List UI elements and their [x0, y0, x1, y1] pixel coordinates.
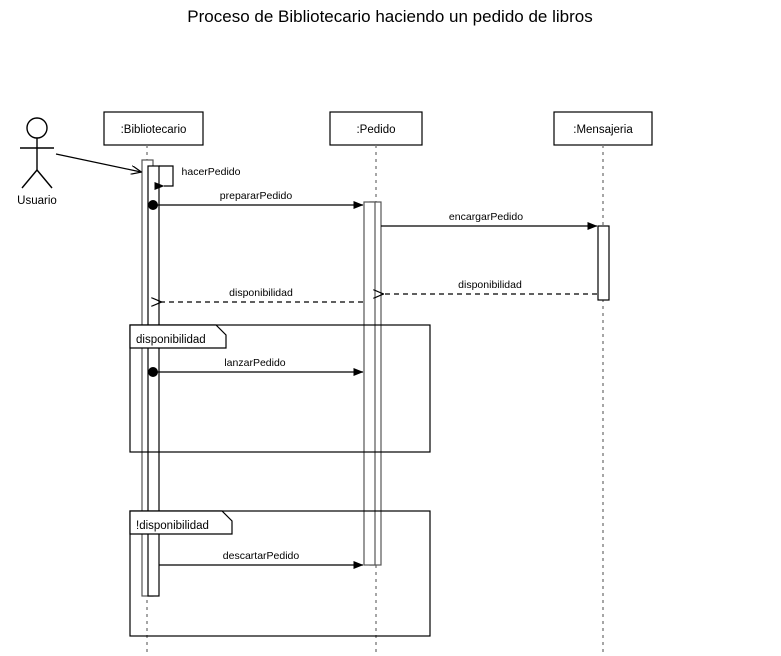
message-label-disponibilidad-mensajeria: disponibilidad [458, 279, 522, 291]
actor-left-leg-icon [21, 169, 38, 189]
lifeline-header-bibliotecario[interactable]: :Bibliotecario [103, 111, 204, 146]
lifeline-box-pedido[interactable] [329, 111, 423, 146]
fragment-tab-disponibilidad [129, 324, 227, 349]
lifeline-header-mensajeria[interactable]: :Mensajeria [553, 111, 653, 146]
fragment-label-no-disponibilidad: !disponibilidad [136, 520, 209, 532]
message-disponibilidad-mensajeria: disponibilidad [383, 279, 597, 294]
message-encargarPedido: encargarPedido [381, 211, 598, 230]
actor-head-icon [26, 117, 48, 139]
fragment-no-disponibilidad: !disponibilidad [129, 510, 431, 637]
message-label-hacerPedido: hacerPedido [182, 166, 241, 178]
message-hacerPedido: hacerPedido [154, 165, 241, 190]
fragment-box-no-disponibilidad [129, 510, 431, 637]
actor-usuario: Usuario [17, 117, 57, 207]
message-lanzarPedido: lanzarPedido [148, 357, 364, 377]
message-line-usuario-to-bibliotecario [55, 153, 141, 172]
message-origin-dot-prepararPedido [148, 200, 158, 210]
message-label-prepararPedido: prepararPedido [220, 190, 293, 202]
message-prepararPedido: prepararPedido [148, 190, 364, 210]
actor-right-leg-icon [36, 169, 53, 189]
message-line-hacerPedido [154, 165, 174, 190]
message-label-descartarPedido: descartarPedido [223, 550, 300, 562]
message-descartarPedido: descartarPedido [159, 550, 364, 569]
lifeline-label-mensajeria: :Mensajeria [573, 124, 633, 136]
activation-bar-mensajeria [597, 225, 610, 301]
lifeline-label-bibliotecario: :Bibliotecario [121, 124, 187, 136]
actor-label: Usuario [17, 195, 57, 207]
fragment-box-disponibilidad [129, 324, 431, 453]
fragment-disponibilidad: disponibilidad [129, 324, 431, 453]
fragment-label-disponibilidad: disponibilidad [136, 334, 206, 346]
activation-bar-bibliotecario-inner [147, 165, 160, 597]
activation-bar-pedido-inner [363, 201, 376, 566]
page-title: Proceso de Bibliotecario haciendo un ped… [187, 7, 592, 26]
message-disponibilidad-pedido: disponibilidad [161, 287, 363, 302]
message-label-disponibilidad-pedido: disponibilidad [229, 287, 293, 299]
lifeline-label-pedido: :Pedido [356, 124, 395, 136]
lifeline-box-bibliotecario[interactable] [103, 111, 204, 146]
lifeline-header-pedido[interactable]: :Pedido [329, 111, 423, 146]
message-label-lanzarPedido: lanzarPedido [224, 357, 285, 369]
lifeline-box-mensajeria[interactable] [553, 111, 653, 146]
fragment-tab-no-disponibilidad [129, 510, 233, 535]
message-origin-dot-lanzarPedido [148, 367, 158, 377]
message-label-encargarPedido: encargarPedido [449, 211, 523, 223]
